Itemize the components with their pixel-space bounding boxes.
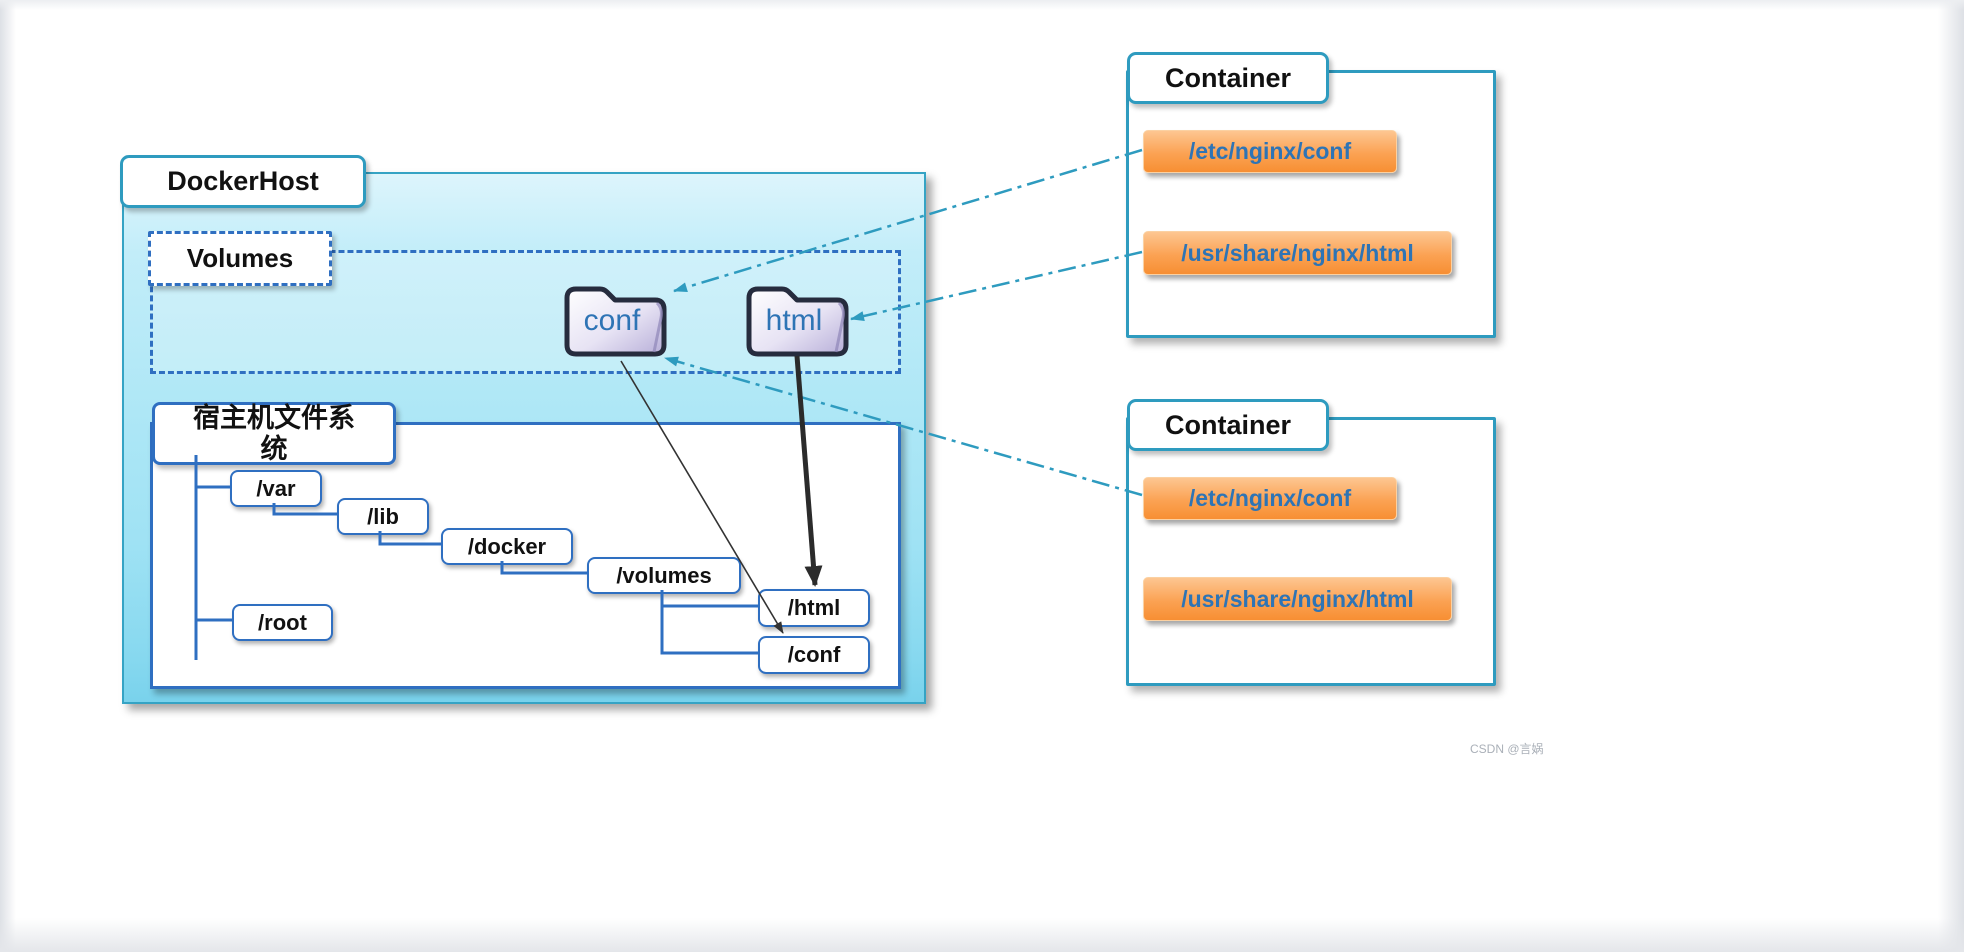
container-box-top bbox=[1126, 70, 1496, 338]
folder-conf-label: conf bbox=[583, 304, 641, 337]
page-edge-right bbox=[1938, 0, 1964, 952]
watermark: CSDN @言娲 bbox=[1470, 742, 1544, 756]
tree-node-volumes: /volumes bbox=[587, 557, 741, 594]
container-bottom-conf-path: /etc/nginx/conf bbox=[1143, 477, 1397, 520]
page-edge-left bbox=[0, 0, 16, 952]
tree-node-lib: /lib bbox=[337, 498, 429, 535]
tree-node-html: /html bbox=[758, 589, 870, 627]
tree-node-docker: /docker bbox=[441, 528, 573, 565]
dockerhost-title: DockerHost bbox=[120, 155, 366, 208]
container-bottom-html-path: /usr/share/nginx/html bbox=[1143, 577, 1452, 621]
container-top-title: Container bbox=[1127, 52, 1329, 104]
page-edge-top bbox=[0, 0, 1964, 10]
tree-node-root: /root bbox=[232, 604, 333, 641]
folder-icon bbox=[564, 286, 667, 357]
folder-html-label: html bbox=[765, 304, 823, 337]
volume-folder-html: html bbox=[742, 272, 854, 362]
tree-node-var: /var bbox=[230, 470, 322, 507]
page-edge-bottom bbox=[0, 918, 1964, 952]
container-bottom-title: Container bbox=[1127, 399, 1329, 451]
container-top-html-path: /usr/share/nginx/html bbox=[1143, 231, 1452, 275]
hostfs-title: 宿主机文件系统 bbox=[152, 402, 396, 465]
volumes-title: Volumes bbox=[148, 231, 332, 286]
container-top-conf-path: /etc/nginx/conf bbox=[1143, 130, 1397, 173]
tree-node-conf: /conf bbox=[758, 636, 870, 674]
hostfs-title-text: 宿主机文件系统 bbox=[193, 403, 355, 464]
container-box-bottom bbox=[1126, 417, 1496, 686]
volume-folder-conf: conf bbox=[560, 272, 672, 362]
